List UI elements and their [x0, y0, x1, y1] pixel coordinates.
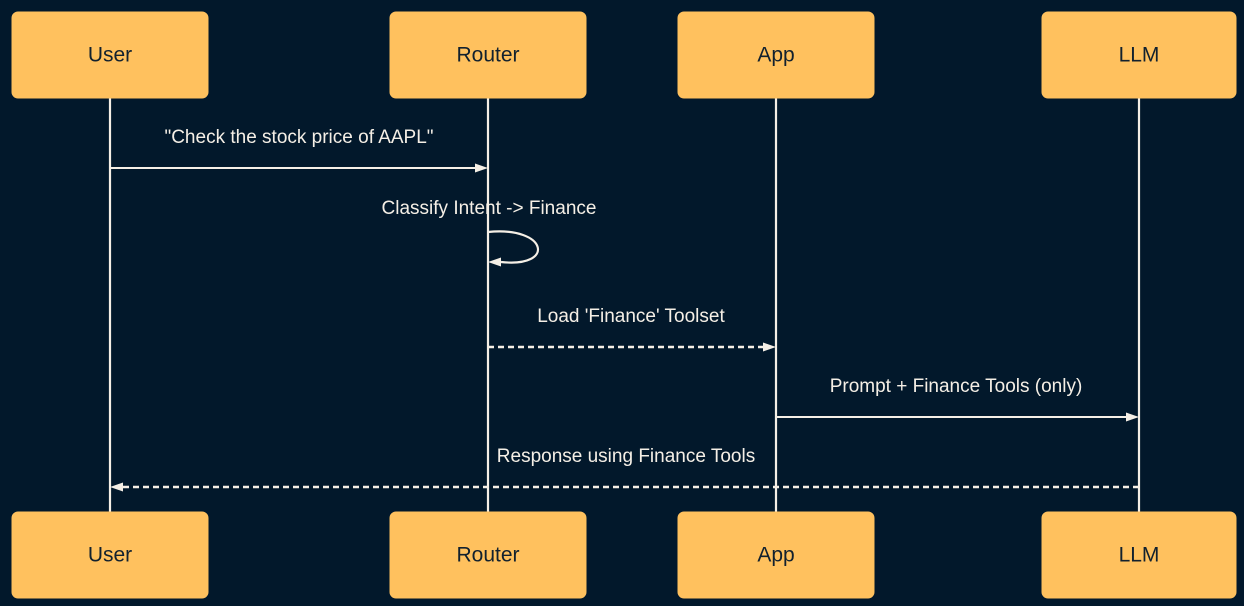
actor-rect-user [11, 511, 209, 599]
actor-label-app: App [757, 544, 794, 567]
actor-label-app: App [757, 44, 794, 67]
actor-rect-router [389, 511, 587, 599]
message-label-m5: Response using Finance Tools [497, 446, 755, 467]
actor-rect-user [11, 11, 209, 99]
actor-box-llm-bottom[interactable]: LLM [1041, 511, 1237, 599]
actor-box-user-top[interactable]: User [11, 11, 209, 99]
actor-label-llm: LLM [1119, 544, 1160, 567]
message-loop-path-m2 [487, 230, 540, 264]
message-m1[interactable]: "Check the stock price of AAPL" [110, 127, 488, 173]
arrowhead-m5 [110, 482, 123, 492]
actor-box-app-top[interactable]: App [677, 11, 875, 99]
actor-rect-llm [1041, 511, 1237, 599]
message-label-m3: Load 'Finance' Toolset [537, 306, 725, 327]
actor-label-llm: LLM [1119, 44, 1160, 67]
arrowhead-m2 [488, 257, 501, 267]
actor-rect-router [389, 11, 587, 99]
actor-box-user-bottom[interactable]: User [11, 511, 209, 599]
message-label-m1: "Check the stock price of AAPL" [164, 127, 433, 148]
actor-box-router-bottom[interactable]: Router [389, 511, 587, 599]
message-m4[interactable]: Prompt + Finance Tools (only) [776, 376, 1139, 422]
actor-rect-app [677, 11, 875, 99]
actor-box-app-bottom[interactable]: App [677, 511, 875, 599]
message-label-m4: Prompt + Finance Tools (only) [830, 376, 1083, 397]
actor-label-user: User [88, 544, 132, 567]
actor-label-user: User [88, 44, 132, 67]
actor-box-router-top[interactable]: Router [389, 11, 587, 99]
messages-layer: "Check the stock price of AAPL" Classify … [110, 127, 1139, 492]
actor-box-llm-top[interactable]: LLM [1041, 11, 1237, 99]
message-label-m2: Classify Intent -> Finance [382, 198, 597, 219]
arrowhead-m4 [1126, 412, 1139, 422]
actor-label-router: Router [456, 544, 519, 567]
arrowhead-m1 [475, 163, 488, 173]
arrowhead-m3 [763, 342, 776, 352]
message-m5[interactable]: Response using Finance Tools [110, 446, 1139, 492]
actor-rect-app [677, 511, 875, 599]
actor-rect-llm [1041, 11, 1237, 99]
actor-label-router: Router [456, 44, 519, 67]
message-m3[interactable]: Load 'Finance' Toolset [488, 306, 776, 352]
message-m2[interactable]: Classify Intent -> Finance [382, 198, 597, 267]
